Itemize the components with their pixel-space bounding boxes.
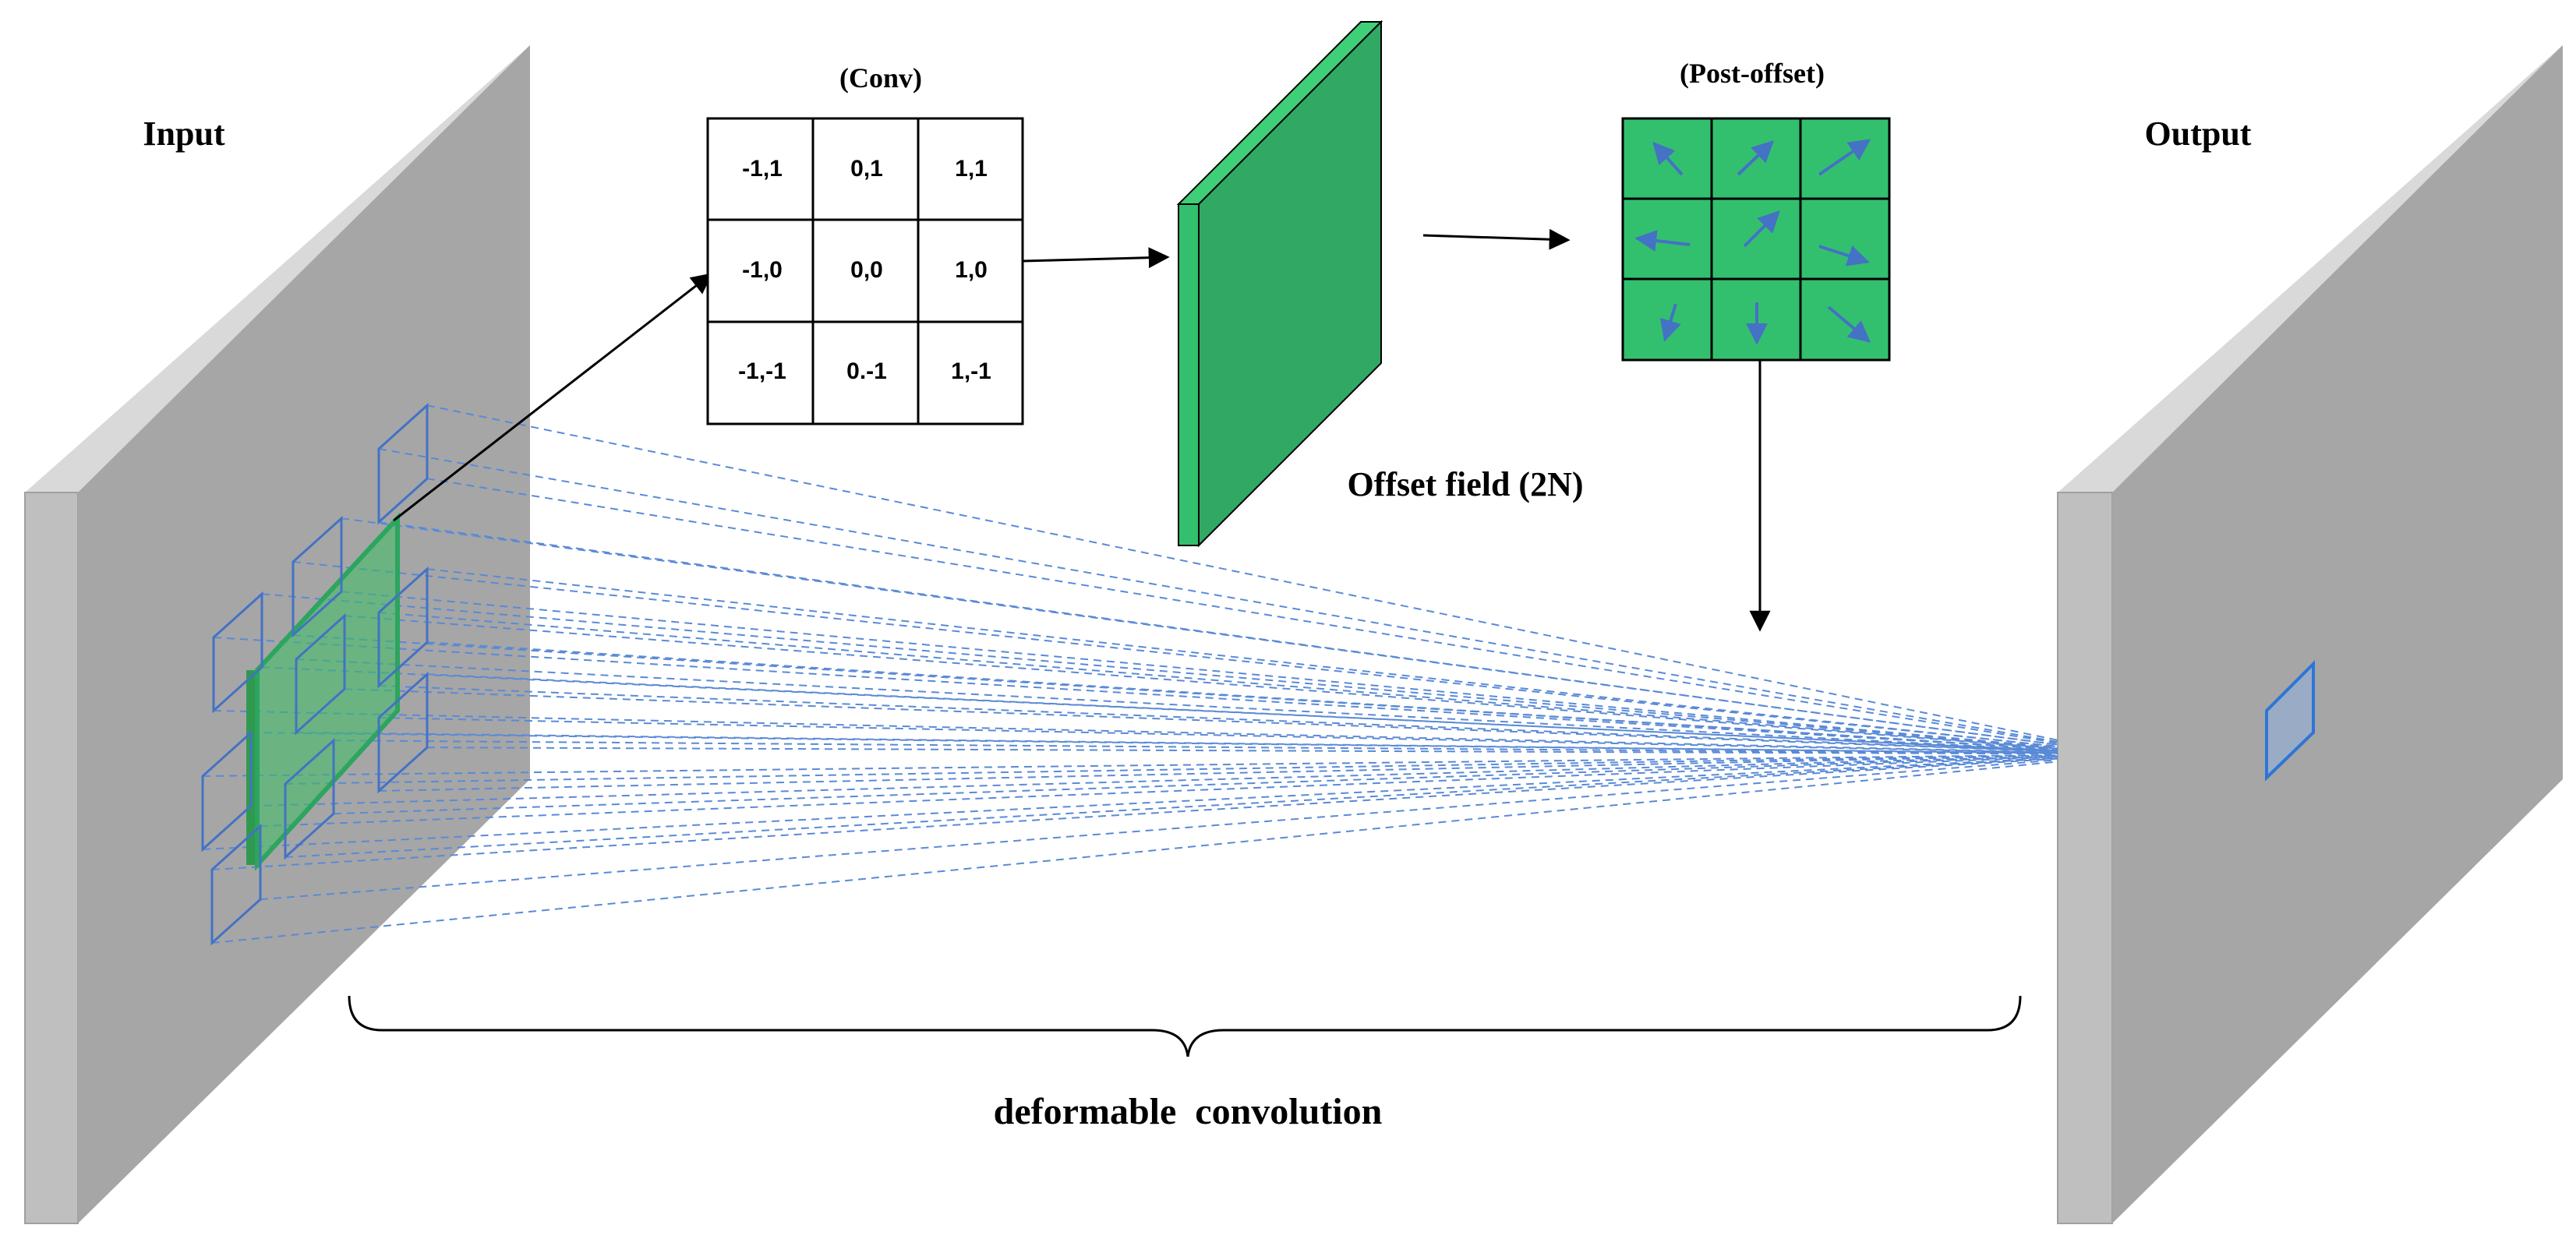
conv-cell: 0,0 [850, 257, 883, 283]
input-panel-top [25, 45, 530, 492]
sampling-box [284, 737, 335, 860]
sampling-box [295, 612, 346, 736]
deformable-convolution-label: deformable convolution [994, 1091, 1383, 1132]
output-panel [2057, 45, 2563, 1224]
projection-line [378, 754, 2058, 792]
output-panel-front [2112, 45, 2563, 1223]
arrow-conv-to-offset [1022, 247, 1170, 269]
conv-cell: -1,1 [742, 156, 783, 182]
arrow-down-right-icon [1827, 305, 1871, 343]
arrow-up-right-icon [1743, 210, 1780, 248]
output-panel-side [2057, 492, 2113, 1224]
offset-field-slab [1176, 19, 1383, 548]
conv-grid: -1,1 0,1 1,1 -1,0 0,0 1,0 -1,-1 0.-1 1,-… [706, 117, 1024, 425]
projection-line [333, 740, 2058, 755]
arrow-offset-to-post [1422, 228, 1571, 250]
output-pixel [2265, 660, 2315, 782]
projection-line [344, 615, 2058, 750]
sampling-box [201, 729, 253, 852]
projection-line [378, 612, 2058, 750]
projection-line [378, 685, 2058, 753]
projection-line [202, 754, 2058, 777]
arrow-up-right-icon [1818, 139, 1871, 176]
projection-line [213, 637, 2058, 750]
conv-cell: 1,0 [955, 257, 988, 283]
projection-line [260, 759, 2058, 901]
projection-line [213, 710, 2058, 754]
projection-lines [202, 404, 2058, 944]
projection-line [202, 757, 2058, 850]
projection-line [284, 754, 2058, 785]
arrow-left-icon [1634, 230, 1691, 252]
sampling-box [292, 515, 343, 638]
arrow-down-right-icon [1818, 245, 1870, 267]
projection-line [426, 641, 2058, 750]
projection-line [426, 568, 2058, 748]
input-panel [24, 45, 530, 1224]
projection-line [211, 761, 2058, 944]
arrow-up-right-icon [1737, 140, 1775, 176]
projection-line [260, 756, 2058, 828]
post-offset-title: (Post-offset) [1680, 58, 1825, 89]
projection-line [341, 517, 2058, 746]
sampling-box [212, 591, 263, 714]
post-offset-grid [1621, 117, 1891, 362]
conv-title: (Conv) [839, 62, 922, 94]
output-label: Output [2145, 115, 2252, 153]
conv-cell: -1,0 [742, 257, 783, 283]
projection-line [426, 747, 2058, 755]
projection-line [341, 591, 2058, 749]
conv-cell: -1,-1 [738, 358, 786, 384]
deformable-brace [348, 995, 2022, 1057]
sampling-boxes [201, 402, 429, 946]
projection-line [426, 673, 2058, 752]
sampling-box [377, 566, 429, 689]
conv-cell: 1,1 [955, 156, 988, 182]
sampling-box [377, 671, 429, 794]
offset-field-label: Offset field (2N) [1347, 465, 1583, 503]
arrow-input-to-conv [393, 273, 713, 522]
offset-field-front [1198, 19, 1382, 548]
arrow-down-left-icon [1659, 303, 1681, 342]
projection-line [261, 593, 2058, 749]
projection-line [426, 478, 2058, 744]
output-panel-top [2058, 45, 2563, 492]
projection-line [284, 757, 2058, 858]
projection-line [211, 757, 2058, 870]
projection-line [295, 658, 2058, 751]
sampling-box [377, 402, 429, 525]
conv-cell: 0,1 [850, 156, 883, 182]
conv-grid-border [706, 117, 1024, 425]
projection-line [250, 755, 2058, 807]
projection-line [378, 448, 2058, 743]
projection-line [333, 755, 2058, 815]
projection-line [250, 732, 2058, 754]
conv-cell: 1,-1 [951, 358, 991, 384]
offset-field-side [1178, 203, 1200, 546]
arrow-up-left-icon [1652, 141, 1684, 176]
projection-line [292, 561, 2058, 747]
input-label: Input [143, 115, 225, 153]
input-panel-side [24, 492, 79, 1224]
projection-line [378, 717, 2058, 754]
sampling-box [210, 823, 262, 946]
projection-line [344, 688, 2058, 753]
conv-cell: 0.-1 [846, 358, 887, 384]
